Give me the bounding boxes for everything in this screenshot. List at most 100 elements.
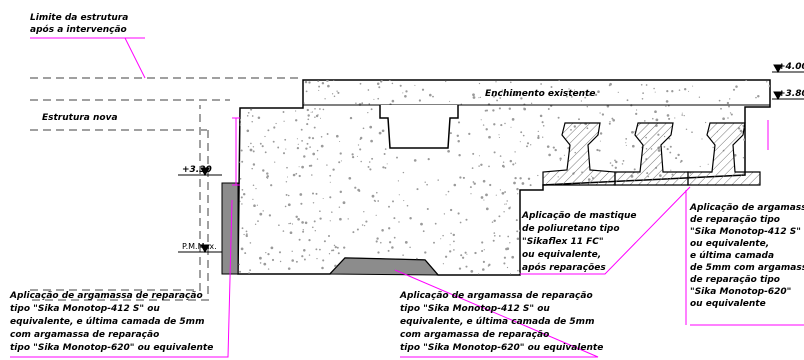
aggregate-dot bbox=[498, 91, 501, 94]
aggregate-dot bbox=[293, 82, 295, 84]
aggregate-dot bbox=[368, 103, 371, 105]
aggregate-dot bbox=[287, 267, 291, 270]
aggregate-dot bbox=[328, 253, 331, 255]
aggregate-dot bbox=[504, 122, 506, 125]
note-left-line: tipo "Sika Monotop-620" ou equivalente bbox=[10, 343, 213, 353]
aggregate-dot bbox=[678, 89, 681, 91]
aggregate-dot bbox=[516, 237, 520, 240]
aggregate-dot bbox=[482, 268, 485, 271]
aggregate-dot bbox=[664, 258, 667, 261]
aggregate-dot bbox=[252, 163, 256, 166]
aggregate-dot bbox=[329, 181, 331, 183]
aggregate-dot bbox=[480, 196, 484, 199]
aggregate-dot bbox=[381, 129, 385, 133]
aggregate-dot bbox=[291, 259, 294, 262]
aggregate-dot bbox=[298, 238, 301, 241]
aggregate-dot bbox=[284, 205, 287, 208]
aggregate-dot bbox=[578, 207, 580, 210]
aggregate-dot bbox=[456, 134, 459, 137]
aggregate-dot bbox=[306, 123, 309, 126]
repair-patch-bottom bbox=[328, 257, 440, 276]
aggregate-dot bbox=[397, 180, 399, 182]
aggregate-dot bbox=[525, 199, 527, 201]
aggregate-dot bbox=[492, 94, 496, 98]
aggregate-dot bbox=[343, 246, 346, 249]
aggregate-dot bbox=[668, 117, 671, 120]
aggregate-dot bbox=[654, 110, 657, 114]
aggregate-dot bbox=[403, 200, 405, 202]
aggregate-dot bbox=[478, 155, 480, 157]
aggregate-dot bbox=[509, 81, 512, 84]
aggregate-dot bbox=[617, 272, 620, 275]
aggregate-dot bbox=[686, 266, 689, 268]
aggregate-dot bbox=[259, 256, 262, 260]
aggregate-dot bbox=[297, 217, 300, 221]
aggregate-dot bbox=[382, 166, 385, 169]
aggregate-dot bbox=[458, 267, 462, 270]
aggregate-dot bbox=[402, 254, 404, 256]
aggregate-dot bbox=[261, 102, 265, 106]
aggregate-dot bbox=[529, 184, 532, 187]
aggregate-dot bbox=[445, 194, 447, 196]
aggregate-dot bbox=[311, 111, 314, 113]
aggregate-dot bbox=[316, 257, 318, 260]
aggregate-dot bbox=[552, 146, 555, 149]
aggregate-dot bbox=[744, 196, 747, 198]
aggregate-dot bbox=[254, 223, 257, 225]
aggregate-dot bbox=[301, 255, 304, 258]
aggregate-dot bbox=[241, 160, 244, 163]
aggregate-dot bbox=[534, 207, 536, 209]
aggregate-dot bbox=[730, 113, 733, 116]
aggregate-dot bbox=[319, 117, 322, 119]
aggregate-dot bbox=[609, 121, 611, 123]
aggregate-dot bbox=[359, 82, 362, 85]
aggregate-dot bbox=[452, 233, 456, 237]
aggregate-dot bbox=[517, 269, 519, 272]
note-sealant-line: Aplicação de mastique bbox=[521, 211, 637, 221]
aggregate-dot bbox=[247, 111, 250, 114]
aggregate-dot bbox=[511, 118, 515, 121]
aggregate-dot bbox=[245, 234, 248, 238]
aggregate-dot bbox=[303, 258, 306, 261]
aggregate-dot bbox=[316, 158, 319, 160]
aggregate-dot bbox=[392, 200, 394, 203]
aggregate-dot bbox=[763, 178, 767, 181]
aggregate-dot bbox=[520, 131, 523, 134]
aggregate-dot bbox=[288, 222, 290, 225]
aggregate-dot bbox=[246, 233, 248, 235]
aggregate-dot bbox=[607, 243, 610, 246]
aggregate-dot bbox=[602, 205, 605, 208]
aggregate-dot bbox=[637, 207, 640, 210]
aggregate-dot bbox=[355, 102, 357, 104]
aggregate-dot bbox=[284, 138, 287, 141]
aggregate-dot bbox=[681, 114, 684, 116]
aggregate-dot bbox=[643, 120, 646, 122]
aggregate-dot bbox=[248, 272, 250, 274]
aggregate-dot bbox=[505, 203, 507, 205]
aggregate-dot bbox=[631, 144, 635, 148]
aggregate-dot bbox=[312, 152, 316, 156]
aggregate-dot bbox=[292, 173, 296, 177]
aggregate-dot bbox=[752, 127, 756, 131]
level-marker-400 bbox=[772, 64, 804, 74]
aggregate-dot bbox=[509, 159, 513, 163]
aggregate-dot bbox=[742, 156, 745, 159]
aggregate-dot bbox=[472, 181, 475, 183]
aggregate-dot bbox=[685, 128, 688, 131]
aggregate-dot bbox=[675, 272, 678, 275]
aggregate-dot bbox=[611, 117, 614, 120]
aggregate-dot bbox=[751, 166, 753, 168]
aggregate-dot bbox=[679, 215, 682, 218]
aggregate-dot bbox=[360, 160, 362, 163]
aggregate-dot bbox=[472, 152, 475, 155]
aggregate-dot bbox=[558, 80, 560, 81]
aggregate-dot bbox=[281, 90, 284, 93]
aggregate-dot bbox=[595, 93, 598, 96]
aggregate-dot bbox=[285, 181, 288, 183]
aggregate-dot bbox=[416, 257, 418, 260]
pm-max-label: P.M.Max. bbox=[182, 242, 217, 251]
aggregate-dot bbox=[298, 166, 300, 168]
aggregate-dot bbox=[250, 108, 253, 111]
structure-limit-line1: Limite da estrutura bbox=[30, 13, 128, 23]
aggregate-dot bbox=[513, 181, 516, 185]
